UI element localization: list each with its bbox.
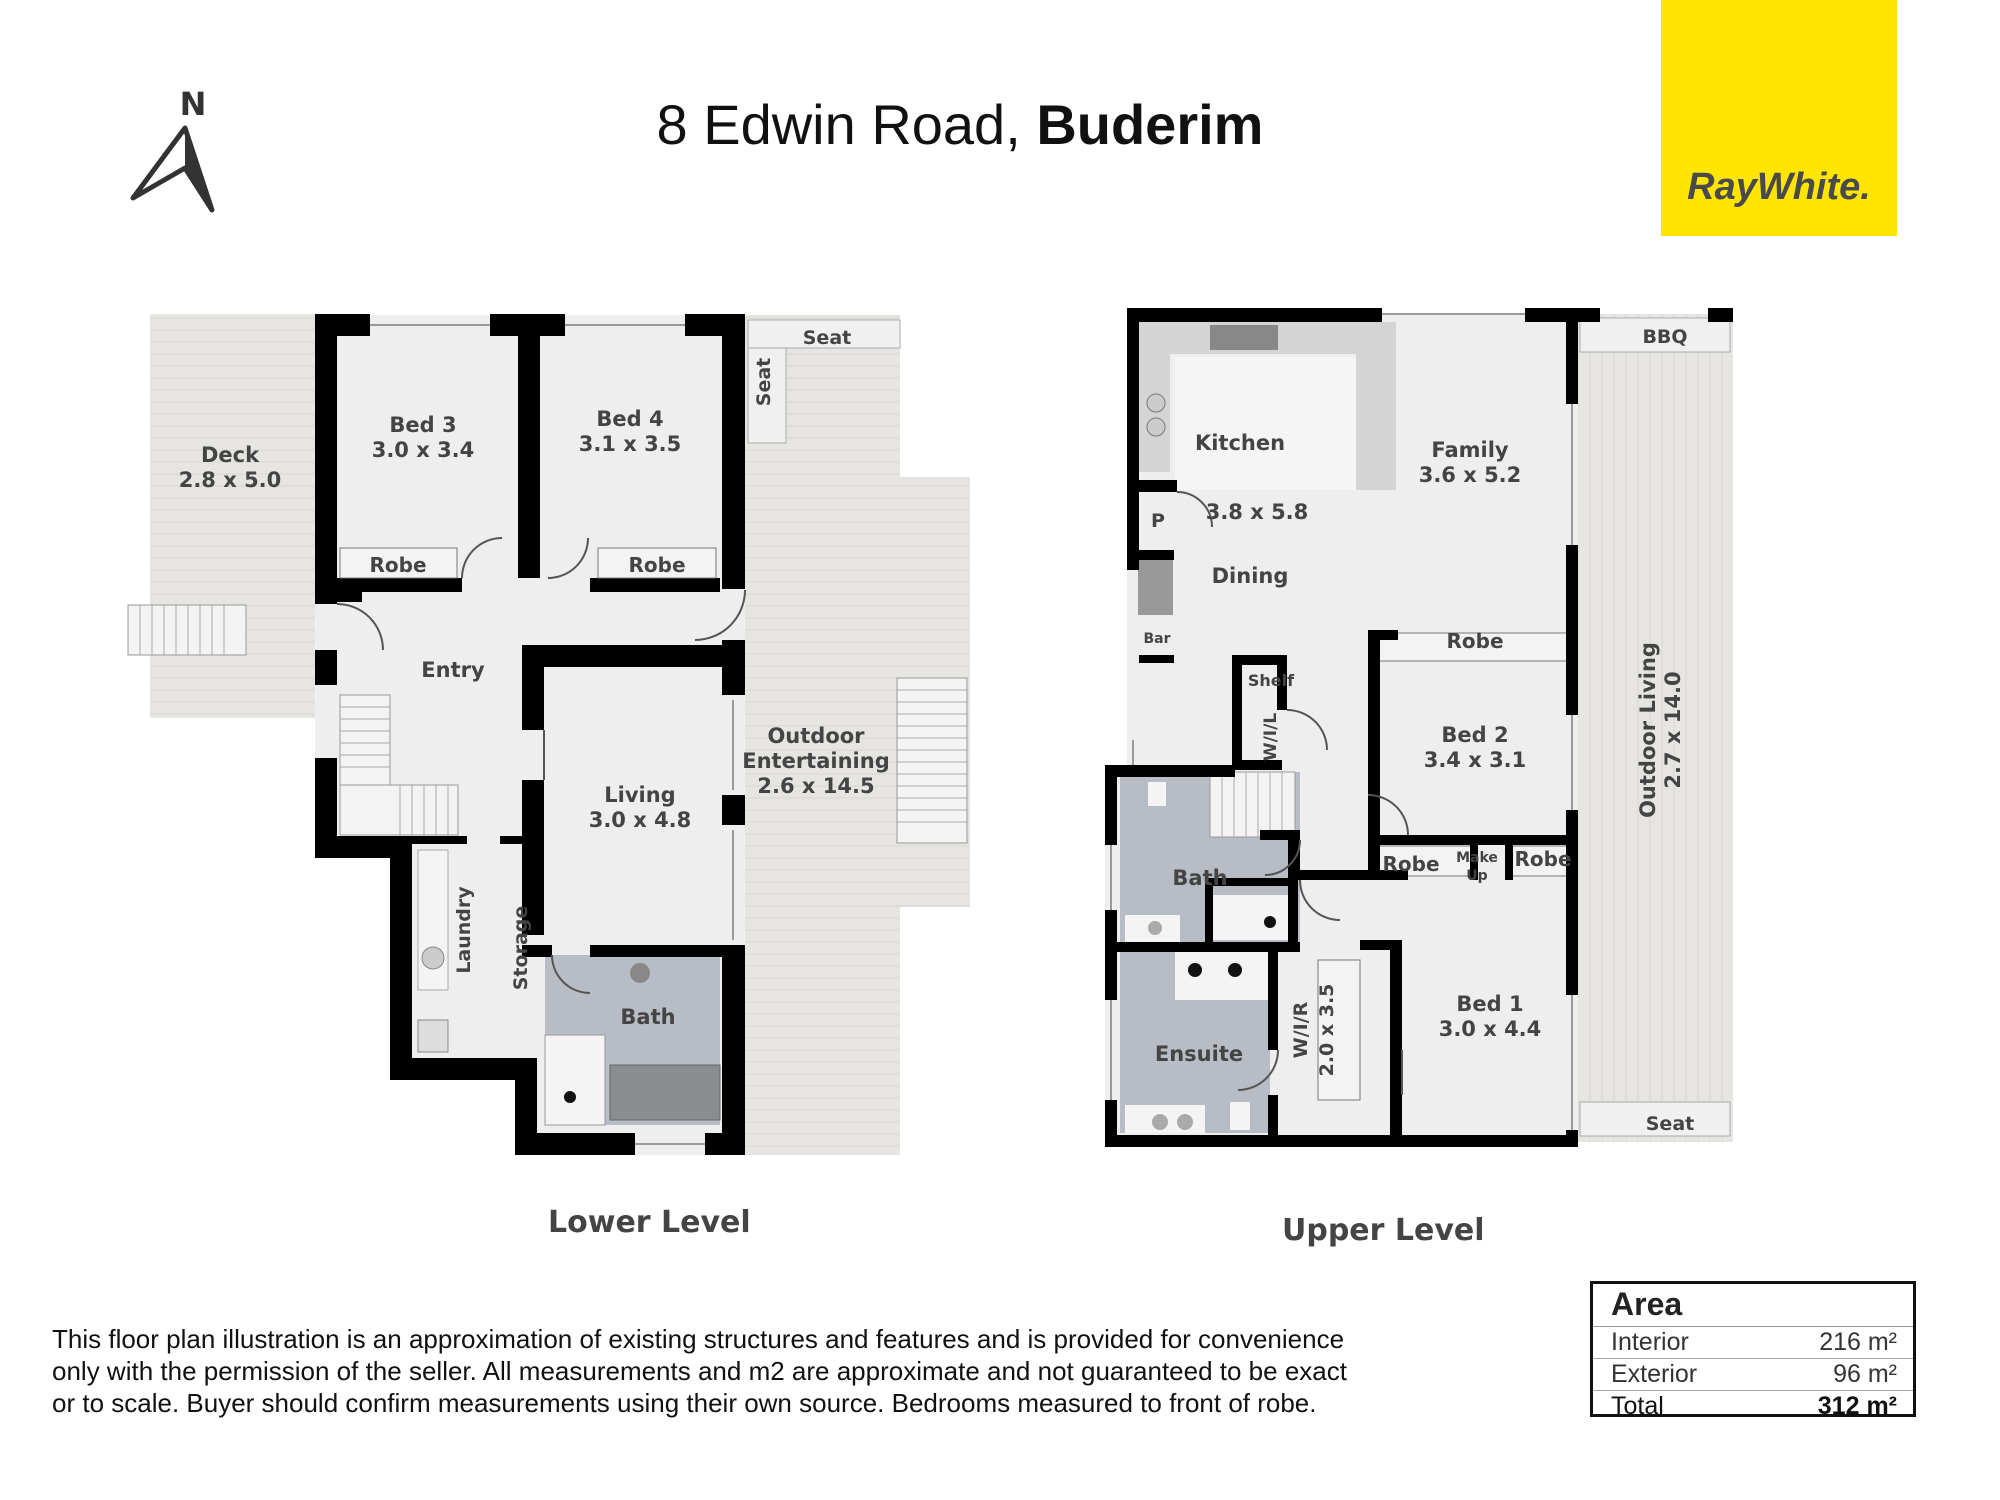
upper-walls xyxy=(1105,308,1733,1147)
makeup-label-2: Up xyxy=(1466,868,1487,884)
bbq-label: BBQ xyxy=(1642,326,1687,348)
north-arrow-icon: N xyxy=(130,85,215,213)
robe-right-label: Robe xyxy=(1514,847,1571,871)
suburb-text: Buderim xyxy=(1036,93,1264,156)
robe-bed4: Robe xyxy=(628,553,685,577)
outdoor-living-area xyxy=(1578,314,1733,1142)
area-row-value: 216 m² xyxy=(1819,1328,1897,1356)
storage-label: Storage xyxy=(510,906,532,991)
area-row-label: Exterior xyxy=(1611,1360,1698,1388)
outdoor-entertaining-area xyxy=(745,315,900,1155)
area-row-label: Total xyxy=(1611,1392,1664,1420)
page-title: 8 Edwin Road, Buderim xyxy=(0,92,1920,157)
area-row-total: Total 312 m² xyxy=(1593,1391,1913,1422)
deck-size: 2.8 x 5.0 xyxy=(179,468,282,492)
lower-walls xyxy=(315,314,745,1155)
bed4-size: 3.1 x 3.5 xyxy=(579,432,682,456)
wil-label: W/I/L xyxy=(1261,713,1281,761)
family-size: 3.6 x 5.2 xyxy=(1419,463,1522,487)
area-table-title: Area xyxy=(1593,1284,1913,1327)
kitchen-name: Kitchen xyxy=(1195,431,1285,455)
dining-label: Dining xyxy=(1212,564,1289,588)
area-row-interior: Interior 216 m² xyxy=(1593,1327,1913,1359)
robe-bed2-label: Robe xyxy=(1446,629,1503,653)
kitchen-island xyxy=(1175,357,1356,490)
bathtub xyxy=(609,1064,721,1121)
seat-side-bench xyxy=(747,347,787,444)
disclaimer-text: This floor plan illustration is an appro… xyxy=(52,1323,1522,1419)
makeup-label-1: Make xyxy=(1456,850,1498,866)
deck-name: Deck xyxy=(201,443,260,467)
outdoor-name-2: Entertaining xyxy=(742,749,889,773)
bed4-name: Bed 4 xyxy=(596,407,663,431)
bed1-name: Bed 1 xyxy=(1456,992,1523,1016)
address-text: 8 Edwin Road, xyxy=(656,93,1021,156)
bed2-size: 3.4 x 3.1 xyxy=(1424,748,1527,772)
disclaimer-line-2: only with the permission of the seller. … xyxy=(52,1356,1347,1386)
wir-name: W/I/R xyxy=(1290,1001,1312,1058)
outdoor-size: 2.6 x 14.5 xyxy=(757,774,874,798)
bed3-name: Bed 3 xyxy=(389,413,456,437)
lower-level-plan xyxy=(127,314,970,1155)
lower-level-label: Lower Level xyxy=(548,1205,751,1240)
area-row-label: Interior xyxy=(1611,1328,1689,1356)
bed2-name: Bed 2 xyxy=(1441,723,1508,747)
area-row-value: 312 m² xyxy=(1817,1392,1897,1420)
pantry-label: P xyxy=(1151,510,1165,532)
area-row-value: 96 m² xyxy=(1833,1360,1897,1388)
upper-bath-label: Bath xyxy=(1172,866,1227,890)
kitchen-size: 3.8 x 5.8 xyxy=(1206,500,1309,524)
laundry-label: Laundry xyxy=(453,886,475,974)
seat-top-bench xyxy=(747,319,901,349)
lower-level-labels: Deck 2.8 x 5.0 Bed 3 3.0 x 3.4 Bed 4 3.1… xyxy=(179,327,890,1029)
entry-label: Entry xyxy=(421,658,485,682)
outdoor-living-size: 2.7 x 14.0 xyxy=(1661,671,1685,788)
bed1-size: 3.0 x 4.4 xyxy=(1439,1017,1542,1041)
seat-side-label: Seat xyxy=(753,358,775,406)
robe-left-label: Robe xyxy=(1382,852,1439,876)
upper-level-plan xyxy=(1105,308,1733,1147)
bbq-bench xyxy=(1579,317,1731,353)
disclaimer-line-1: This floor plan illustration is an appro… xyxy=(52,1324,1345,1354)
wir-size: 2.0 x 3.5 xyxy=(1316,984,1338,1077)
disclaimer-line-3: or to scale. Buyer should confirm measur… xyxy=(52,1388,1317,1418)
brand-logo-text: RayWhite. xyxy=(1687,166,1871,208)
upper-level-label: Upper Level xyxy=(1282,1213,1485,1248)
living-size: 3.0 x 4.8 xyxy=(589,808,692,832)
cooktop-icon xyxy=(1210,325,1278,350)
lower-bath-label: Bath xyxy=(620,1005,675,1029)
robe-bed3: Robe xyxy=(369,553,426,577)
shelf-label: Shelf xyxy=(1248,671,1295,690)
outdoor-stairs xyxy=(896,677,968,844)
upper-level-labels: Kitchen 3.8 x 5.8 P Dining Bar Family 3.… xyxy=(1143,326,1694,1135)
deck-area xyxy=(150,314,315,718)
deck-stairs xyxy=(127,604,247,656)
upper-seat-label: Seat xyxy=(1646,1113,1694,1135)
seat-bench xyxy=(1579,1101,1731,1137)
ensuite-label: Ensuite xyxy=(1155,1042,1243,1066)
bar-label: Bar xyxy=(1143,631,1170,647)
north-label: N xyxy=(180,85,207,123)
bed3-size: 3.0 x 3.4 xyxy=(372,438,475,462)
seat-top-label: Seat xyxy=(803,327,851,349)
family-name: Family xyxy=(1431,438,1509,462)
outdoor-name-1: Outdoor xyxy=(767,724,865,748)
brand-logo: RayWhite. xyxy=(1661,0,1897,236)
living-name: Living xyxy=(604,783,675,807)
area-table: Area Interior 216 m² Exterior 96 m² Tota… xyxy=(1590,1281,1916,1420)
outdoor-living-name: Outdoor Living xyxy=(1636,642,1660,818)
area-row-exterior: Exterior 96 m² xyxy=(1593,1359,1913,1391)
